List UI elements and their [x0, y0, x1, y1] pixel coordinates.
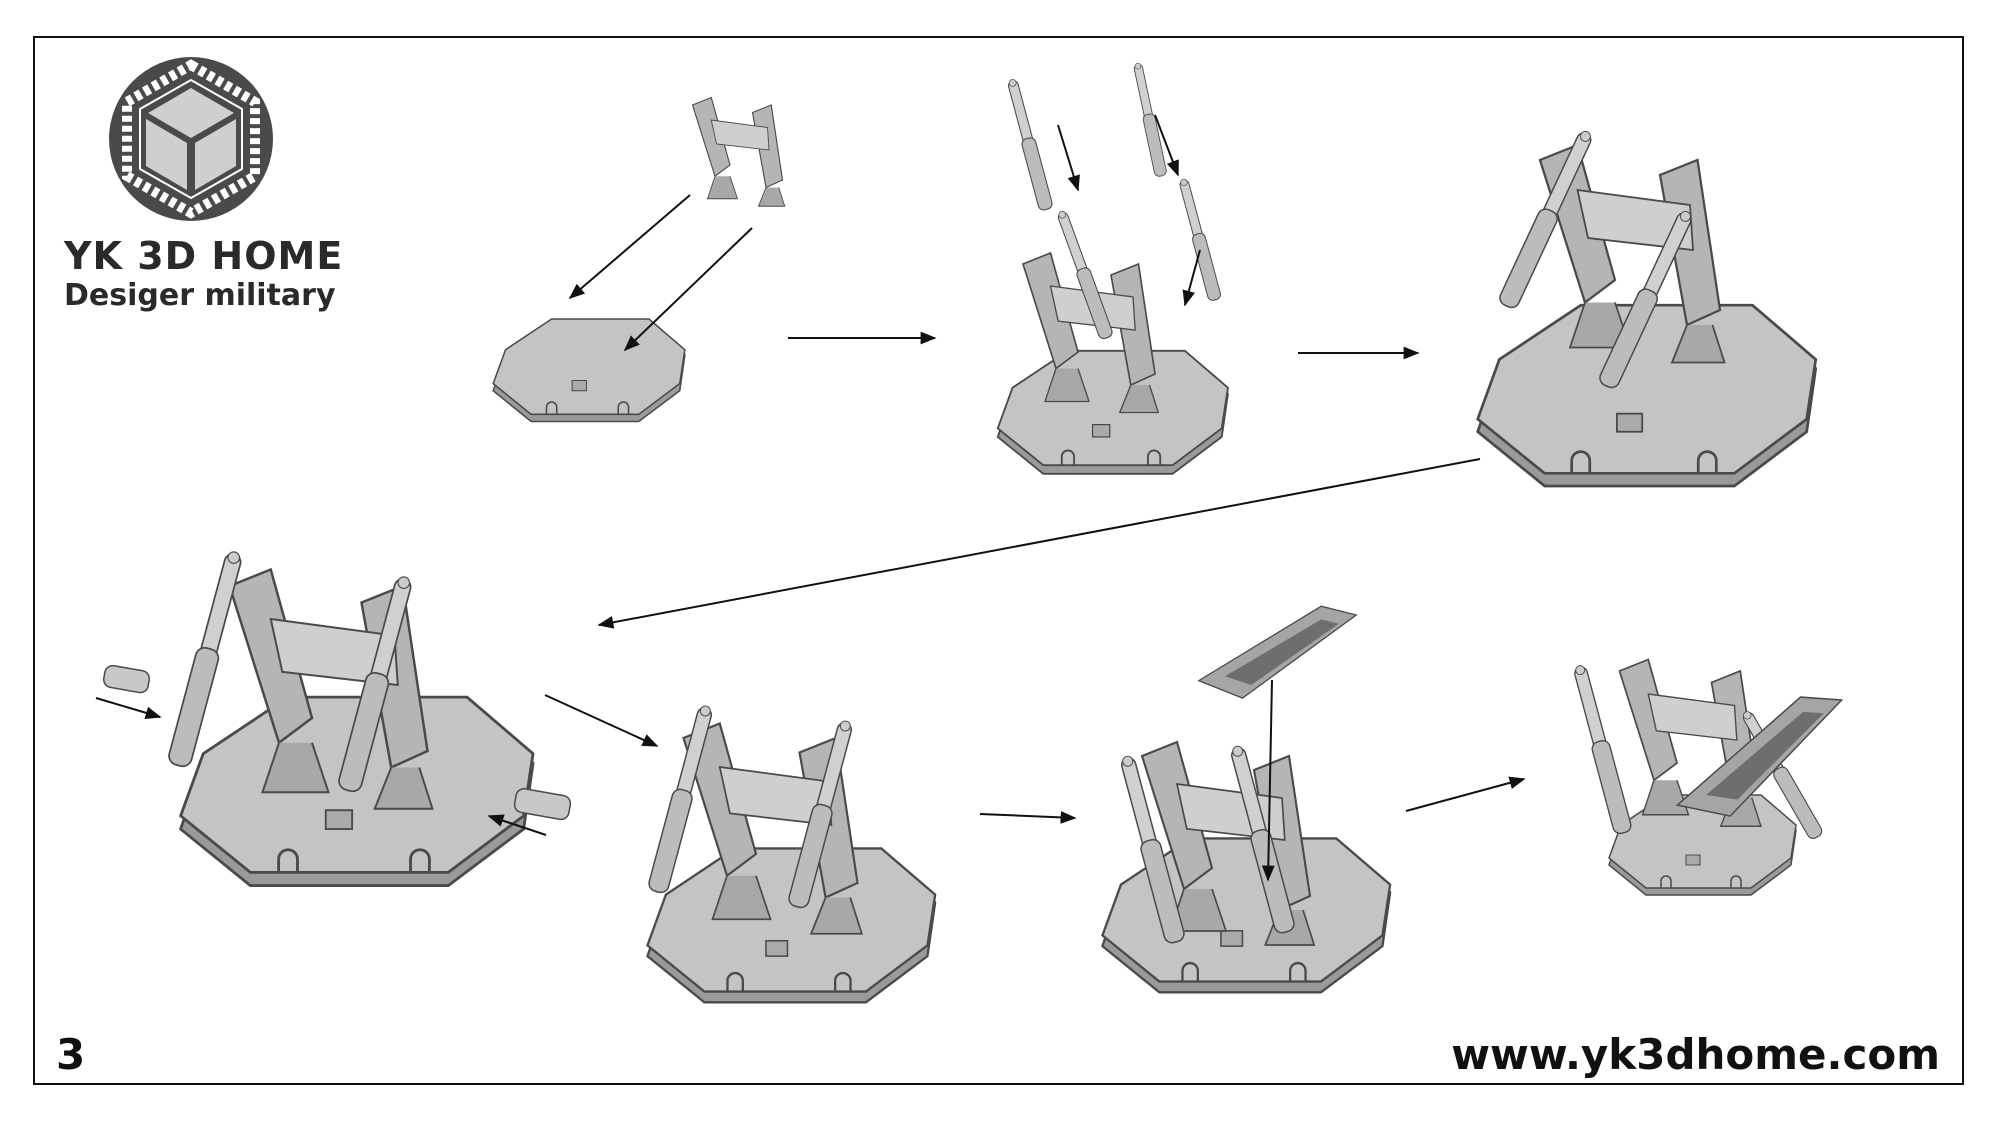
step3-assembly: [1476, 126, 1818, 488]
step6-assembly: [1101, 605, 1392, 994]
brand-name: YK 3D HOME: [64, 234, 344, 278]
arrow-step6-to-step7: [1405, 776, 1526, 812]
page-number: 3: [56, 1030, 86, 1079]
step7-final-assembly: [1569, 658, 1859, 897]
arrow-cylinder: [1154, 114, 1179, 177]
pin-part: [102, 664, 151, 694]
arrow-cylinder: [1182, 249, 1201, 307]
website-url: www.yk3dhome.com: [1451, 1030, 1940, 1079]
arrow-part-to-plate: [623, 227, 753, 352]
step2-assembly: [996, 61, 1229, 475]
arrow-cylinder: [1057, 124, 1080, 192]
arrow-part-to-plate: [568, 194, 691, 300]
arrow-step4-to-step5: [544, 694, 659, 747]
brand-tagline: Desiger military: [64, 278, 336, 313]
step1-parts: [691, 96, 786, 207]
step5-assembly: [646, 702, 937, 1004]
arrow-pin: [487, 814, 547, 836]
step4-assembly: [102, 548, 572, 888]
arrow-step3-to-step4: [597, 458, 1481, 629]
yk3dhome-logo: [109, 57, 273, 221]
page-frame: [33, 36, 1964, 1085]
arrow-step5-to-step6: [979, 810, 1077, 824]
arrow-pin: [95, 697, 162, 720]
arrow-boom: [1261, 679, 1275, 882]
pin-part: [513, 788, 572, 821]
step1-plate: [492, 318, 686, 423]
